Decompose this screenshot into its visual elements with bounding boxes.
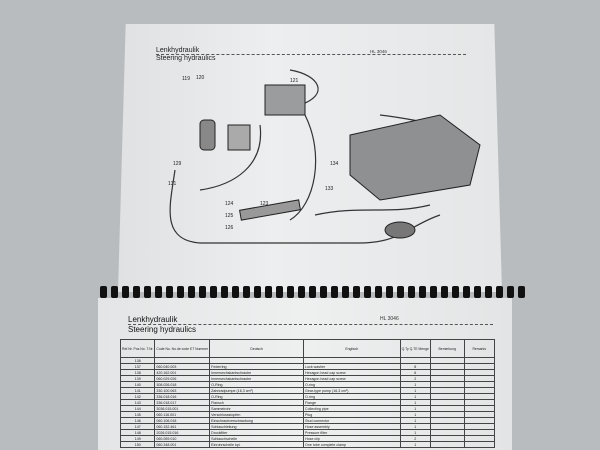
binding-ring <box>364 286 371 298</box>
table-cell: 060.348.001 <box>154 441 211 448</box>
table-cell: Einrohrschelle kpl. <box>209 441 305 448</box>
steering-cylinder <box>239 199 301 221</box>
binding-ring <box>221 286 228 298</box>
top-divider <box>156 54 466 55</box>
callout-123: 123 <box>260 201 269 207</box>
hose-line <box>169 169 441 244</box>
binding-ring <box>166 286 173 298</box>
binding-ring <box>496 286 503 298</box>
binding-ring <box>331 286 338 298</box>
column-header: Remarks <box>463 339 496 358</box>
binding-ring <box>265 286 272 298</box>
bottom-model: HL 3046 <box>380 316 399 322</box>
callout-129: 129 <box>173 161 182 167</box>
column-header: Deutsch <box>209 339 305 358</box>
binding-ring <box>452 286 459 298</box>
binding-ring <box>100 286 107 298</box>
callout-124: 124 <box>225 201 234 207</box>
binding-ring <box>474 286 481 298</box>
binding-ring <box>155 286 162 298</box>
table-cell: 150 <box>119 441 156 448</box>
hose-line <box>289 69 319 106</box>
spiral-binding <box>100 286 525 298</box>
column-header: Code No. No.de code ET Nummer <box>154 339 211 358</box>
hose-line <box>314 204 431 216</box>
callout-120: 120 <box>196 75 205 81</box>
table-cell <box>429 441 465 448</box>
binding-ring <box>507 286 514 298</box>
parts-table: Ref.Nr. Pos.No. T.Nr.Code No. No.de code… <box>119 339 496 448</box>
binding-ring <box>408 286 415 298</box>
filter-head <box>227 124 251 151</box>
table-cell: One tube complete clamp <box>303 441 401 448</box>
bottom-title-de: Lenkhydraulik <box>128 315 178 324</box>
binding-ring <box>177 286 184 298</box>
binding-ring <box>430 286 437 298</box>
table-cell: 1 <box>399 441 431 448</box>
binding-ring <box>518 286 525 298</box>
callout-134: 134 <box>330 161 339 167</box>
binding-ring <box>419 286 426 298</box>
callout-126: 126 <box>225 225 234 231</box>
binding-ring <box>122 286 129 298</box>
callout-125: 125 <box>225 213 234 219</box>
column-header: Q.Ty Q.TE Menge <box>399 339 431 358</box>
bottom-title-en: Steering hydraulics <box>128 325 197 334</box>
column-header: Englisch <box>303 339 401 358</box>
binding-ring <box>243 286 250 298</box>
hose-line <box>199 124 262 191</box>
valve-block <box>264 84 306 116</box>
bottom-divider <box>128 324 493 325</box>
binding-ring <box>320 286 327 298</box>
binding-ring <box>397 286 404 298</box>
column-header: Ref.Nr. Pos.No. T.Nr. <box>119 339 156 358</box>
binding-ring <box>199 286 206 298</box>
binding-ring <box>254 286 261 298</box>
clamp <box>384 221 416 239</box>
binding-ring <box>441 286 448 298</box>
column-header: Bemerkung <box>429 339 465 358</box>
binding-ring <box>188 286 195 298</box>
binding-ring <box>276 286 283 298</box>
binding-ring <box>133 286 140 298</box>
binding-ring <box>353 286 360 298</box>
binding-ring <box>375 286 382 298</box>
binding-ring <box>232 286 239 298</box>
hose-line <box>289 114 317 221</box>
callout-133: 133 <box>325 186 334 192</box>
binding-ring <box>386 286 393 298</box>
binding-ring <box>298 286 305 298</box>
binding-ring <box>287 286 294 298</box>
binding-ring <box>485 286 492 298</box>
binding-ring <box>309 286 316 298</box>
exploded-diagram: 119 120 121 123 124 125 126 129 131 133 … <box>168 69 481 244</box>
callout-119: 119 <box>182 76 190 82</box>
callout-131: 131 <box>168 181 177 187</box>
pump-housing <box>349 114 481 201</box>
binding-ring <box>144 286 151 298</box>
binding-ring <box>111 286 118 298</box>
binding-ring <box>210 286 217 298</box>
top-title-de: Lenkhydraulik <box>156 47 200 54</box>
binding-ring <box>463 286 470 298</box>
table-cell <box>463 441 496 448</box>
top-model: HL 3046 <box>370 49 387 54</box>
top-title-en: Steering hydraulics <box>156 55 216 62</box>
binding-ring <box>342 286 349 298</box>
pressure-filter <box>199 119 216 151</box>
callout-121: 121 <box>290 78 299 84</box>
